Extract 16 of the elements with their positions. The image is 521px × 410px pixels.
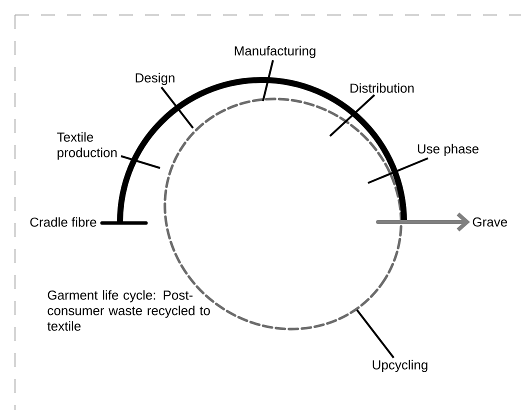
tick-line: [262, 60, 274, 102]
stage-label: Textile production: [57, 132, 117, 160]
end-label: Cradle fibre: [30, 217, 96, 227]
tick-line: [120, 155, 160, 169]
stage-label: Upcycling: [372, 360, 428, 372]
tick-line: [329, 94, 376, 137]
caption-text: Garment life cycle: Post-consumer waste recycled to textile: [47, 290, 210, 331]
stage-label: Design: [136, 72, 174, 86]
tick-line: [356, 309, 394, 358]
stage-label: Distribution: [350, 83, 414, 93]
stage-label: Grave: [472, 217, 508, 227]
stage-label: Use phase: [418, 144, 478, 156]
stage-label: Manufacturing: [234, 46, 316, 58]
tick-line: [368, 157, 428, 184]
grave-arrow: [376, 212, 470, 232]
tick-line: [160, 86, 194, 129]
